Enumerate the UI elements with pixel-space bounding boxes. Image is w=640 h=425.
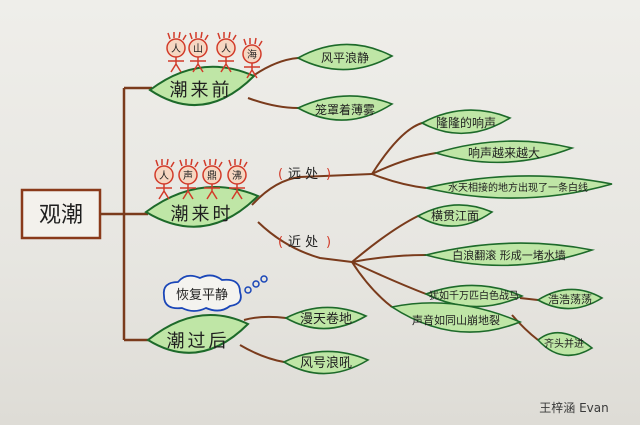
paren-right-far: )	[326, 167, 331, 182]
paren-left-far: (	[278, 167, 283, 182]
detail-after-1: 风号浪吼	[300, 356, 352, 371]
branch-label-before: 潮来前	[170, 80, 233, 101]
signature: 王梓涵 Evan	[539, 400, 608, 415]
people-during-char-1: 声	[183, 169, 193, 182]
people-during-char-0: 人	[159, 170, 169, 182]
group-near-label: 近 处	[288, 235, 318, 250]
people-during: 人 声 鼎 沸	[154, 158, 248, 200]
detail-leaves	[282, 43, 613, 375]
detail-near-extra-0: 浩浩荡荡	[548, 293, 592, 306]
branch-label-during: 潮来时	[171, 204, 234, 225]
main-leaves	[144, 65, 260, 354]
detail-far-2: 水天相接的地方出现了一条白线	[448, 181, 588, 194]
branch-leaf-after	[146, 314, 250, 354]
people-during-char-2: 鼎	[207, 170, 217, 182]
root-label: 观潮	[39, 203, 83, 228]
detail-near-0: 横贯江面	[431, 209, 479, 223]
branch-label-after: 潮过后	[167, 331, 230, 352]
root-box	[20, 188, 102, 240]
trunk-lines	[100, 86, 152, 342]
branch-leaf-before	[148, 65, 256, 107]
branch-stems	[239, 57, 539, 363]
paren-left-near: (	[278, 235, 283, 250]
people-before-char-0: 人	[171, 43, 181, 55]
detail-near-3: 声音如同山崩地裂	[412, 313, 500, 327]
people-before-char-2: 人	[221, 43, 231, 55]
detail-before-0: 风平浪静	[321, 50, 369, 65]
detail-near-2: 犹如千万匹白色战马	[429, 289, 519, 302]
detail-after-0: 漫天卷地	[300, 311, 352, 327]
cloud-text: 恢复平静	[176, 288, 228, 303]
paren-right-near: )	[326, 235, 331, 250]
detail-near-1: 白浪翻滚 形成一堵水墙	[452, 248, 566, 262]
cloud-bubble: 恢复平静	[162, 274, 268, 312]
branch-leaf-during	[144, 186, 260, 228]
detail-near-extra-1: 齐头并进	[544, 337, 584, 350]
group-far-label: 远 处	[288, 167, 318, 182]
people-during-char-3: 沸	[232, 169, 242, 182]
people-before-char-1: 山	[193, 43, 203, 55]
people-before: 人 山 人 海	[166, 31, 263, 79]
detail-before-1: 笼罩着薄雾	[315, 102, 375, 117]
detail-far-0: 隆隆的响声	[436, 115, 496, 130]
people-before-char-3: 海	[247, 48, 257, 61]
group-labels: ( 远 处 ) ( 近 处 )	[278, 167, 331, 250]
detail-far-1: 响声越来越大	[468, 145, 540, 160]
